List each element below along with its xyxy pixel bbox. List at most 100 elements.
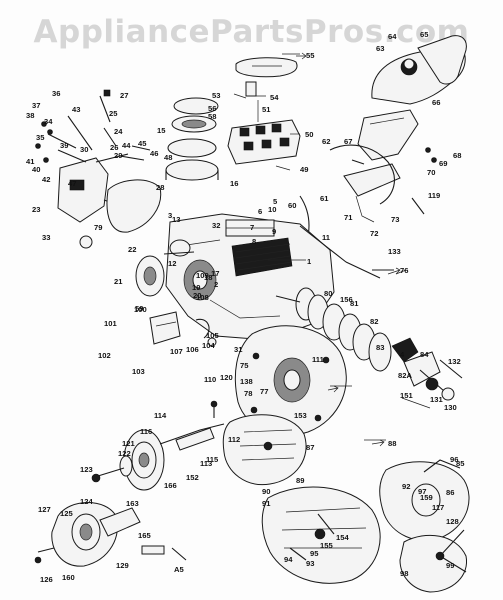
callout: 116: [140, 427, 152, 436]
callout: 33: [42, 233, 50, 242]
callout: 75: [240, 361, 249, 370]
callout: 66: [432, 98, 440, 107]
callout: 152: [186, 473, 199, 482]
callout: 47: [68, 179, 76, 188]
crankshaft: [391, 337, 463, 409]
fuel-tank: [371, 35, 467, 105]
callout: 23: [32, 205, 40, 214]
callout: 29: [114, 151, 122, 160]
callout: 55: [306, 51, 315, 60]
recoil-starter: [149, 311, 217, 347]
callout: 21: [114, 277, 123, 286]
callout: 124: [80, 497, 93, 506]
callout: 22: [128, 245, 136, 254]
callout: 121: [122, 439, 135, 448]
callout: 128: [446, 517, 459, 526]
tank-bracket: [343, 109, 419, 197]
callout: 131: [430, 395, 443, 404]
callout: 60: [288, 201, 296, 210]
callout: 103: [132, 367, 145, 376]
callout: 99: [446, 561, 454, 570]
callout: 125: [60, 509, 73, 518]
callout: 44: [122, 141, 131, 150]
callout: 111: [312, 355, 325, 364]
callout: 50: [305, 130, 313, 139]
callout: 53: [212, 91, 220, 100]
callout: 34: [44, 117, 53, 126]
callout: 138: [240, 377, 253, 386]
callout: 88: [388, 439, 396, 448]
callout: 5: [273, 197, 278, 206]
callout: 27: [120, 91, 128, 100]
callout: 1: [307, 257, 312, 266]
callout: 100: [134, 305, 147, 314]
callout: 85: [456, 459, 465, 468]
callout: 102: [98, 351, 111, 360]
callout: 160: [62, 573, 75, 582]
blower-housing: [222, 414, 307, 486]
callout: 58: [208, 112, 216, 121]
callout: 98: [400, 569, 408, 578]
callout: 20: [193, 291, 201, 300]
callout: 82: [370, 317, 378, 326]
callout: 163: [126, 499, 139, 508]
callout: 108: [196, 293, 209, 302]
callout: 61: [320, 194, 329, 203]
callout: 4: [400, 350, 405, 359]
callout: 24: [114, 127, 123, 136]
callout: 38: [26, 111, 34, 120]
callout: 6: [258, 207, 262, 216]
callout: 37: [32, 101, 40, 110]
callout: 79: [94, 223, 102, 232]
callout: 72: [370, 229, 378, 238]
callout: 43: [72, 105, 80, 114]
callout: 94: [284, 555, 293, 564]
callout: 45: [138, 139, 147, 148]
lower-shroud: [261, 486, 381, 584]
air-cleaner: [165, 97, 219, 181]
bearing-plate: [234, 325, 347, 436]
callout: 54: [270, 93, 279, 102]
callout: 114: [154, 411, 167, 420]
callout: 67: [344, 137, 352, 146]
callout: 26: [110, 143, 118, 152]
callout: 10: [268, 205, 276, 214]
callout: 89: [296, 476, 304, 485]
clutch-assembly: [379, 459, 470, 593]
callout-arrows: [296, 52, 401, 447]
callout: 36: [52, 89, 60, 98]
cylinder-head: [227, 95, 301, 165]
callout: 126: [40, 575, 53, 584]
callout: 48: [164, 153, 172, 162]
callout: 11: [322, 233, 331, 242]
callout: 123: [80, 465, 93, 474]
callout: 9: [272, 227, 276, 236]
callout: 105: [206, 331, 219, 340]
callout: 104: [202, 341, 215, 350]
callout: A5: [174, 565, 184, 574]
callout: 28: [156, 183, 164, 192]
callout: 39: [60, 141, 68, 150]
callout: 101: [104, 319, 117, 328]
callout: 41: [26, 157, 35, 166]
callout: 68: [453, 151, 461, 160]
callout: 110: [204, 375, 216, 384]
rewind-housing: [34, 502, 141, 567]
callout: 30: [80, 145, 88, 154]
callout: 78: [244, 389, 252, 398]
callout: 113: [200, 459, 212, 468]
carburetor: [57, 153, 162, 249]
callout: 49: [300, 165, 308, 174]
callout: 18: [204, 273, 212, 282]
callout: 59: [135, 304, 143, 313]
callout: 81: [350, 299, 359, 308]
callout: 17: [211, 269, 219, 278]
callout: 106: [186, 345, 199, 354]
callout: 130: [444, 403, 457, 412]
callout: 73: [391, 215, 399, 224]
callout: 70: [427, 168, 435, 177]
callout: 166: [164, 481, 177, 490]
flywheel-cup: [91, 423, 225, 491]
